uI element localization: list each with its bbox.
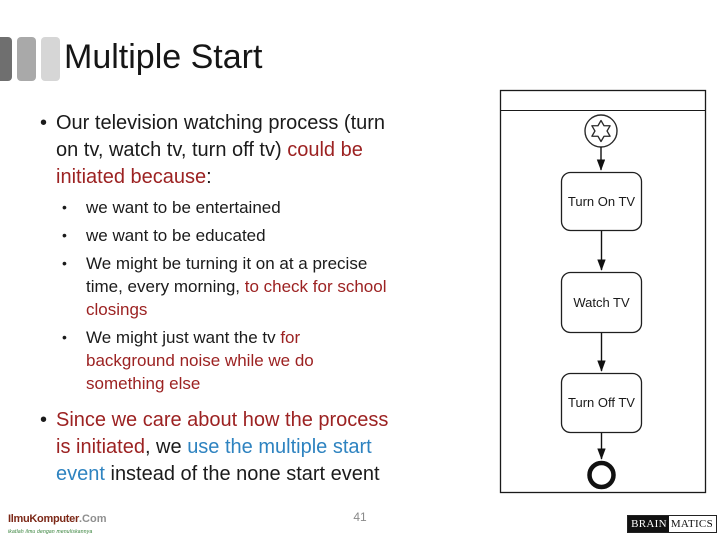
accent-square-light (41, 37, 60, 81)
hexagram-star-icon (591, 119, 611, 143)
task-label: Watch TV (573, 295, 630, 310)
ilmukomputer-logo-suffix: .Com (78, 513, 107, 525)
title-accent-squares (0, 37, 60, 81)
end-event-icon (587, 460, 616, 490)
multiple-start-event-icon (584, 114, 618, 148)
task-turn-on-tv (560, 171, 643, 232)
bpmn-diagram: Turn On TV Watch TV Turn Off TV (499, 89, 707, 494)
bullet-marker: • (62, 199, 67, 215)
bullet-text: Since we care about how the process is i… (56, 409, 389, 485)
task-turn-off-tv (560, 372, 643, 434)
bullet-text: we want to be educated (86, 226, 266, 245)
bullet-marker: • (40, 409, 48, 431)
bullet-text: We might just want the tv for background… (86, 328, 314, 393)
ilmukomputer-logo-tagline: ikatlah ilmu dengan menuliskannya (8, 529, 93, 535)
brainmatics-logo-left: BRAIN (628, 516, 669, 532)
bullet-text: we want to be entertained (86, 198, 281, 217)
bullet-text: We might be turning it on at a precise t… (86, 254, 387, 319)
bullet-item: • we want to be educated (62, 224, 510, 247)
bullet-item: • Since we care about how the process is … (40, 407, 510, 488)
task-label: Turn On TV (568, 194, 636, 209)
task-label: Turn Off TV (568, 395, 635, 410)
bullet-marker: • (62, 255, 67, 271)
bullet-list: • Our television watching process (turn o… (40, 110, 510, 488)
bullet-marker: • (62, 227, 67, 243)
brainmatics-logo-right: MATICS (668, 516, 716, 532)
bullet-item: • We might be turning it on at a precise … (62, 252, 510, 321)
ilmukomputer-logo: IlmuKomputer.Com ikatlah ilmu dengan men… (8, 512, 106, 538)
bullet-item: • We might just want the tv for backgroun… (62, 326, 510, 395)
bullet-text: Our television watching process (turn on… (56, 112, 386, 188)
brainmatics-logo: BRAIN MATICS (627, 515, 717, 533)
accent-square-medium (17, 37, 36, 81)
bullet-item: • Our television watching process (turn o… (40, 110, 510, 191)
bullet-marker: • (40, 112, 48, 134)
slide-title: Multiple Start (64, 38, 263, 76)
bullet-item: • we want to be entertained (62, 196, 510, 219)
accent-square-dark (0, 37, 12, 81)
task-watch-tv (560, 271, 643, 334)
bullet-marker: • (62, 329, 67, 345)
ilmukomputer-logo-name: IlmuKomputer (8, 513, 79, 525)
page-number: 41 (353, 510, 367, 524)
